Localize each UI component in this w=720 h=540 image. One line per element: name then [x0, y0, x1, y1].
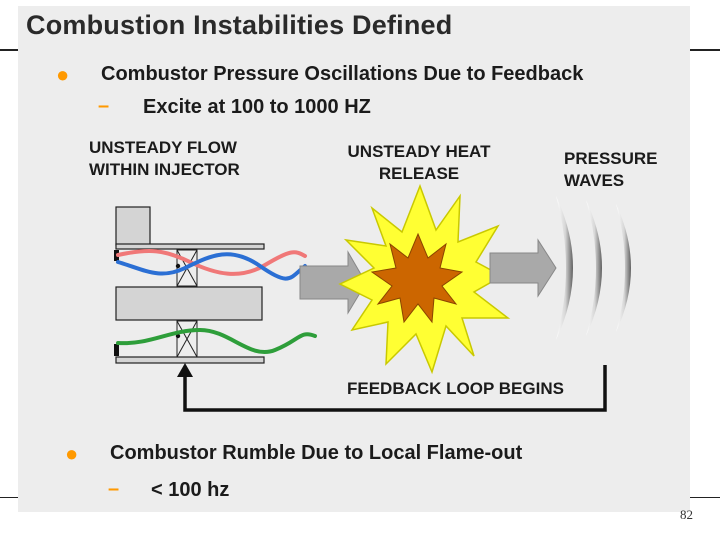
- sub-bullet-dash-icon: –: [98, 95, 110, 117]
- slide-panel: [18, 6, 690, 512]
- feedback-loop: [177, 363, 607, 412]
- flow-wave-green: [116, 327, 317, 354]
- swirler-dot: [175, 263, 181, 269]
- injector-center-body: [115, 286, 263, 321]
- injector-top-plate: [115, 243, 265, 250]
- bullet-2-text: Combustor Rumble Due to Local Flame-out: [110, 442, 523, 464]
- bullet-dot-icon: ●: [56, 62, 70, 87]
- label-pressure-waves-line2: WAVES: [564, 171, 625, 190]
- label-feedback-loop: FEEDBACK LOOP BEGINS: [347, 379, 564, 398]
- label-unsteady-heat-line2: RELEASE: [378, 164, 460, 183]
- bullet-2-sub-text: < 100 hz: [151, 479, 230, 501]
- injector-left-edge-bottom: [114, 344, 119, 356]
- label-unsteady-flow-line2: WITHIN INJECTOR: [89, 160, 240, 179]
- flame-inner-starburst: [370, 232, 464, 324]
- injector-upper-block: [115, 206, 151, 246]
- sub-bullet-dash-icon: –: [108, 478, 120, 500]
- slide-title: Combustion Instabilities Defined: [26, 10, 453, 40]
- injector-bottom-plate: [115, 356, 265, 364]
- pressure-arrow: [489, 238, 557, 298]
- flow-wave-blue: [116, 252, 307, 281]
- label-pressure-waves-line1: PRESSURE: [564, 149, 658, 168]
- label-unsteady-flow-line1: UNSTEADY FLOW: [89, 138, 237, 157]
- injector: [114, 206, 265, 364]
- feedback-arrowhead-icon: [177, 363, 193, 377]
- bullet-1-sub-text: Excite at 100 to 1000 HZ: [143, 96, 371, 118]
- page-number: 82: [680, 507, 693, 522]
- flow-wave-red: [116, 249, 307, 276]
- label-unsteady-flow: UNSTEADY FLOW WITHIN INJECTOR: [89, 137, 240, 181]
- label-unsteady-heat-line1: UNSTEADY HEAT: [347, 142, 491, 161]
- flow-arrow: [299, 250, 367, 315]
- swirler-lower: [176, 320, 198, 358]
- pressure-waves: [556, 196, 631, 340]
- label-pressure-waves: PRESSURE WAVES: [564, 148, 658, 192]
- label-unsteady-heat: UNSTEADY HEAT RELEASE: [340, 141, 498, 185]
- bullet-dot-icon: ●: [65, 441, 79, 466]
- bullet-1-text: Combustor Pressure Oscillations Due to F…: [101, 63, 584, 85]
